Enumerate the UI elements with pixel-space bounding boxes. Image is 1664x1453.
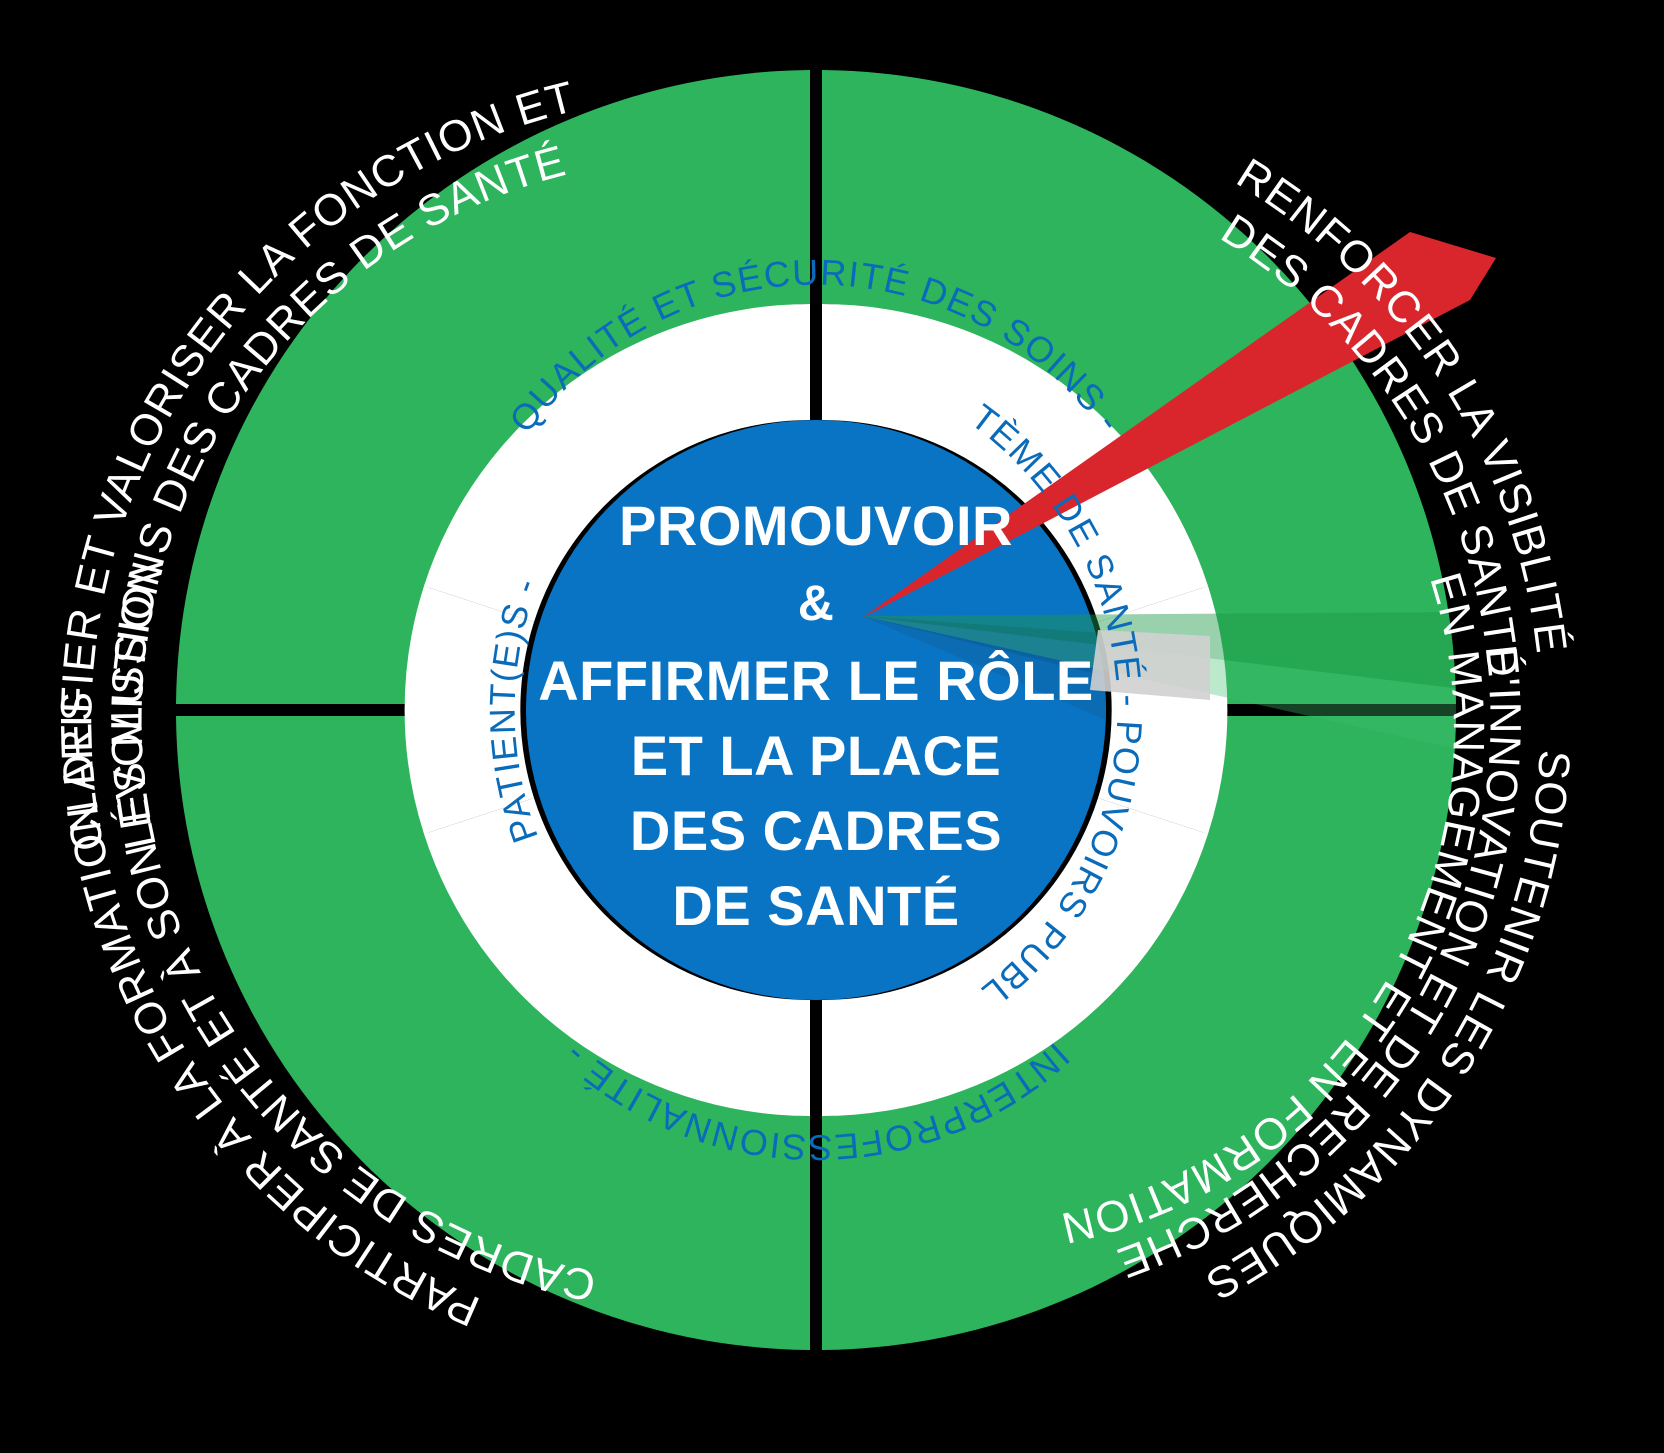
center-line-1: PROMOUVOIR: [619, 494, 1013, 557]
quadrant-bottom-right-shape[interactable]: [822, 716, 1456, 1350]
inner-ring-topright-shape[interactable]: [822, 304, 1208, 622]
center-line-3: AFFIRMER LE RÔLE: [538, 649, 1094, 712]
center-line-2: &: [798, 575, 835, 631]
quadrant-bottom-left-shape[interactable]: [176, 716, 810, 1350]
outer-ring: [176, 70, 1456, 1350]
inner-ring-top-shape[interactable]: [424, 304, 810, 622]
center-line-6: DE SANTÉ: [672, 874, 959, 937]
center-text-block: PROMOUVOIR & AFFIRMER LE RÔLE ET LA PLAC…: [538, 494, 1094, 937]
center-shadow-rays: [862, 616, 1106, 760]
quadrant-top-left-shape[interactable]: [176, 70, 810, 704]
red-arrow[interactable]: [862, 232, 1496, 618]
inner-ring-left-shape[interactable]: [404, 586, 534, 834]
inner-ring-bottomright-shape[interactable]: [822, 798, 1208, 1116]
inner-ring-bottomleft-shape[interactable]: [424, 798, 810, 1116]
center-line-5: DES CADRES: [630, 799, 1002, 862]
quadrant-top-right-shape[interactable]: [822, 70, 1456, 704]
center-line-4: ET LA PLACE: [631, 724, 1002, 787]
shadow-band: [862, 612, 1456, 752]
